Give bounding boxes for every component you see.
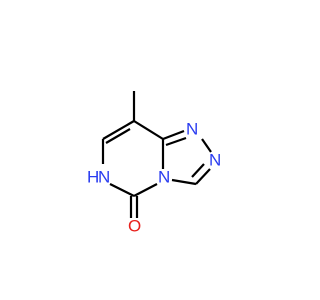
bond-c8-c7 [102, 120, 135, 140]
bond-n2-c3-inner [191, 163, 205, 178]
bond-c8a-n1 [162, 129, 185, 141]
molecule-canvas: N N N N H O [87, 91, 221, 235]
molecule-structure: N N N N H O [87, 91, 221, 235]
bond-n6-c5 [109, 183, 135, 197]
atom-h6: H [87, 167, 99, 186]
atom-n4: N [158, 167, 170, 186]
bond-c8-c7-inner [105, 128, 131, 144]
bond-c5-n4 [133, 183, 158, 197]
bond-n1-n2 [201, 138, 212, 153]
bond-n2-c3 [195, 168, 211, 185]
bond-c8a-c8 [133, 120, 164, 140]
bond-c8a-n1-inner [165, 136, 187, 147]
atom-o: O [128, 216, 141, 235]
atom-n2: N [209, 150, 221, 169]
atom-n6: N [98, 167, 110, 186]
bond-c3-n4 [171, 178, 197, 186]
atom-n1: N [186, 119, 198, 138]
